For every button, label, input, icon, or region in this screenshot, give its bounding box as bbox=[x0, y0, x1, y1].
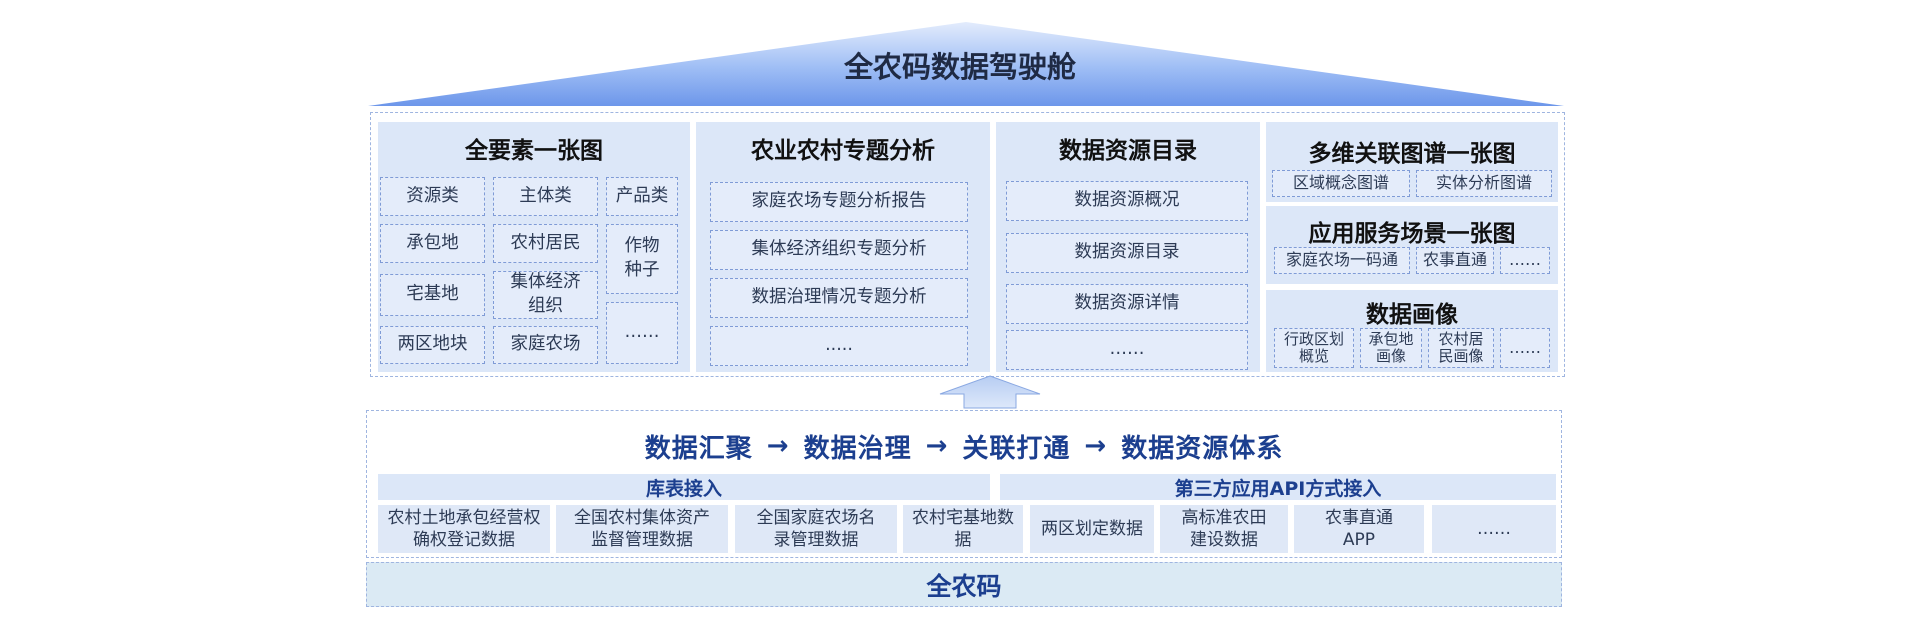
portrait-item[interactable]: 承包地画像 bbox=[1360, 328, 1422, 368]
arrow-right-icon: → bbox=[766, 431, 790, 461]
base-layer: 全农码 bbox=[366, 562, 1562, 607]
scene-item[interactable]: 农事直通 bbox=[1416, 247, 1494, 274]
element-item[interactable]: 作物种子 bbox=[606, 224, 678, 294]
source-item[interactable]: 农村宅基地数据 bbox=[903, 505, 1023, 553]
element-item[interactable]: 主体类 bbox=[493, 177, 598, 216]
catalog-item[interactable]: 数据资源详情 bbox=[1006, 284, 1248, 324]
catalog-item[interactable]: 数据资源目录 bbox=[1006, 233, 1248, 273]
element-item[interactable]: 资源类 bbox=[380, 177, 485, 216]
roof-banner bbox=[368, 22, 1564, 106]
panel-topic-analysis-title: 农业农村专题分析 bbox=[751, 138, 935, 164]
page-title: 全农码数据驾驶舱 bbox=[843, 50, 1076, 84]
data-flow: 数据汇聚 → 数据治理 → 关联打通 → 数据资源体系 bbox=[366, 420, 1562, 472]
source-item[interactable]: 两区划定数据 bbox=[1030, 505, 1154, 553]
arrow-right-icon: → bbox=[1084, 431, 1108, 461]
element-item[interactable]: 家庭农场 bbox=[493, 326, 598, 364]
panel-all-elements-title: 全要素一张图 bbox=[465, 138, 603, 164]
source-item[interactable]: 全国家庭农场名录管理数据 bbox=[735, 505, 897, 553]
element-item[interactable]: 产品类 bbox=[606, 177, 678, 216]
arrow-right-icon: → bbox=[925, 431, 949, 461]
scene-item[interactable]: …… bbox=[1500, 247, 1550, 274]
graph-item[interactable]: 区域概念图谱 bbox=[1272, 170, 1410, 197]
panel-relation-graph-title: 多维关联图谱一张图 bbox=[1308, 141, 1516, 167]
analysis-item[interactable]: 集体经济组织专题分析 bbox=[710, 230, 968, 270]
source-item[interactable]: 农事直通APP bbox=[1294, 505, 1424, 553]
catalog-item[interactable]: …… bbox=[1006, 330, 1248, 370]
catalog-item[interactable]: 数据资源概况 bbox=[1006, 181, 1248, 221]
panel-data-catalog-title: 数据资源目录 bbox=[1059, 138, 1197, 164]
element-item[interactable]: 农村居民 bbox=[493, 224, 598, 263]
api-access-label: 第三方应用API方式接入 bbox=[1000, 474, 1556, 500]
panel-service-scene-title: 应用服务场景一张图 bbox=[1308, 221, 1516, 247]
analysis-item[interactable]: 数据治理情况专题分析 bbox=[710, 278, 968, 318]
flow-step: 数据汇聚 bbox=[644, 433, 753, 464]
flow-step: 关联打通 bbox=[962, 433, 1071, 464]
element-item[interactable]: …… bbox=[606, 302, 678, 364]
portrait-item[interactable]: …… bbox=[1500, 328, 1550, 368]
db-access-label: 库表接入 bbox=[378, 474, 990, 500]
graph-item[interactable]: 实体分析图谱 bbox=[1416, 170, 1552, 197]
element-item[interactable]: 宅基地 bbox=[380, 274, 485, 316]
portrait-item[interactable]: 农村居民画像 bbox=[1428, 328, 1494, 368]
analysis-item[interactable]: ..... bbox=[710, 326, 968, 366]
element-item[interactable]: 集体经济组织 bbox=[493, 271, 598, 319]
portrait-item[interactable]: 行政区划概览 bbox=[1274, 328, 1354, 368]
panel-data-portrait-title: 数据画像 bbox=[1366, 302, 1458, 328]
scene-item[interactable]: 家庭农场一码通 bbox=[1274, 247, 1410, 274]
element-item[interactable]: 两区地块 bbox=[380, 326, 485, 364]
source-item[interactable]: 农村土地承包经营权确权登记数据 bbox=[378, 505, 550, 553]
application-layer bbox=[370, 112, 1565, 377]
element-item[interactable]: 承包地 bbox=[380, 224, 485, 263]
flow-step: 数据治理 bbox=[803, 433, 912, 464]
source-item[interactable]: 高标准农田建设数据 bbox=[1160, 505, 1288, 553]
flow-step: 数据资源体系 bbox=[1121, 433, 1284, 464]
up-arrow-icon bbox=[939, 375, 1041, 409]
source-item[interactable]: 全国农村集体资产监督管理数据 bbox=[556, 505, 728, 553]
source-item[interactable]: …… bbox=[1432, 505, 1556, 553]
analysis-item[interactable]: 家庭农场专题分析报告 bbox=[710, 182, 968, 222]
